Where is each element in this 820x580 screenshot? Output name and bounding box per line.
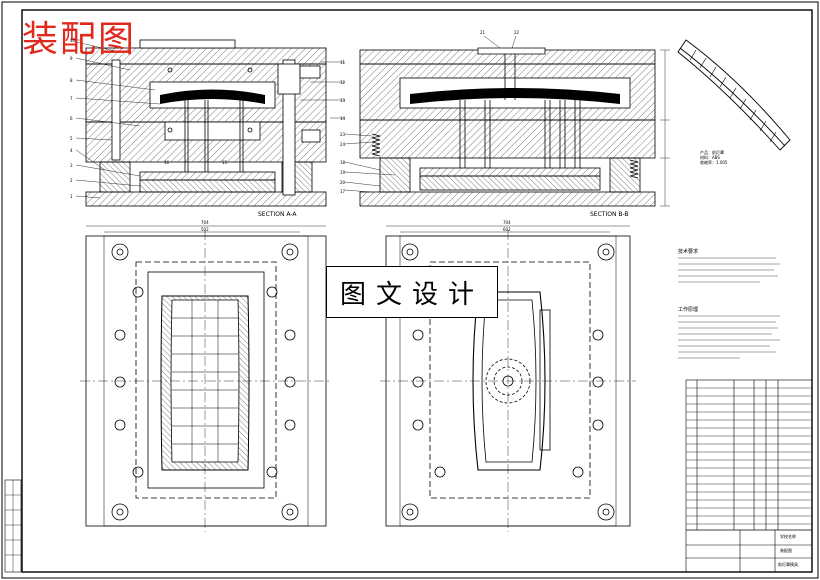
callout-14: 14 <box>340 116 346 121</box>
callout-8: 8 <box>70 78 73 83</box>
watermark-box: 图文设计 <box>326 266 498 318</box>
callout-9: 9 <box>70 56 73 61</box>
callout-18: 18 <box>340 160 346 165</box>
technical-notes-lines <box>678 257 780 359</box>
part-isometric-view <box>677 39 791 151</box>
callout-2: 2 <box>70 178 73 183</box>
callout-13: 13 <box>340 98 346 103</box>
callout-24: 24 <box>340 142 346 147</box>
title-block-school: 学校名称 <box>780 534 796 539</box>
right-leaders <box>300 35 517 193</box>
callout-6: 6 <box>70 116 73 121</box>
callout-20: 20 <box>340 180 346 185</box>
callout-23: 23 <box>340 132 346 137</box>
dim-left-inner: 502 <box>201 227 209 232</box>
callout-11: 11 <box>340 60 346 65</box>
callout-4: 4 <box>70 148 73 153</box>
plan-view-right <box>380 230 636 532</box>
callout-19: 19 <box>340 170 346 175</box>
product-info: 产品：前灯罩 材料：ABS 收缩率：1.005 <box>700 150 728 165</box>
notes-title-2: 工作原理 <box>678 307 699 313</box>
callout-5: 5 <box>70 136 73 141</box>
dim-right-top: 704 <box>503 220 511 225</box>
section-a-a <box>85 39 327 207</box>
callout-1: 1 <box>70 194 73 199</box>
callout-15: 15 <box>222 160 228 165</box>
left-leaders <box>70 39 161 199</box>
section-b-b-label: SECTION B-B <box>590 211 629 218</box>
drawing-title: 装配图 <box>22 19 137 60</box>
dim-left-top: 704 <box>201 220 209 225</box>
parts-list-table <box>685 379 813 573</box>
plan-view-left <box>80 230 332 532</box>
callout-16: 16 <box>164 160 170 165</box>
section-a-a-label: SECTION A-A <box>258 211 297 218</box>
dim-right-inner: 602 <box>503 227 511 232</box>
callout-22: 22 <box>514 30 520 35</box>
dimension-lines <box>86 49 670 233</box>
callout-21: 21 <box>480 30 486 35</box>
callout-10: 10 <box>70 38 76 43</box>
inner-border <box>21 9 813 573</box>
title-block-part: 前灯罩模具 <box>778 562 798 567</box>
callout-12: 12 <box>340 80 346 85</box>
callout-17: 17 <box>340 189 346 194</box>
notes-title: 技术要求 <box>678 249 699 255</box>
callout-7: 7 <box>70 96 73 101</box>
section-b-b <box>359 47 656 207</box>
callout-3: 3 <box>70 163 73 168</box>
title-block-drawing: 装配图 <box>780 548 792 553</box>
